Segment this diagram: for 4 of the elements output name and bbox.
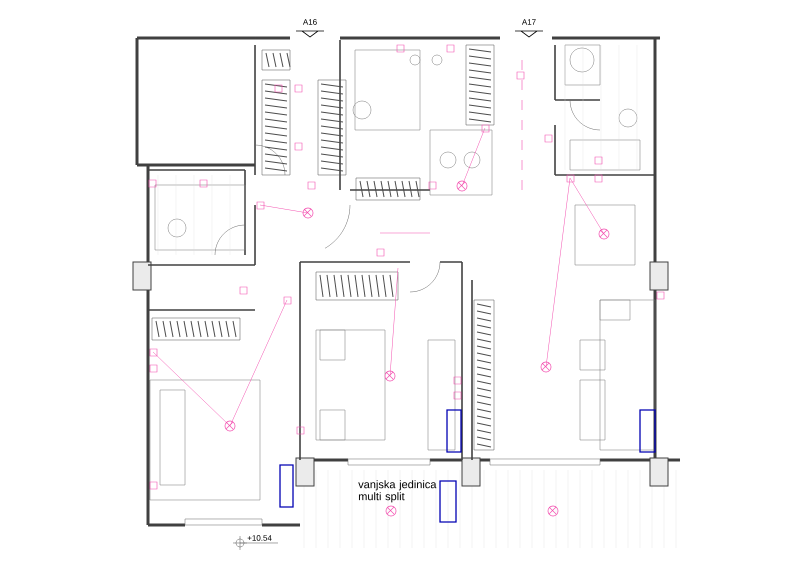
note-text: vanjska jedinica multi split bbox=[358, 480, 436, 502]
section-label: A17 bbox=[522, 19, 536, 25]
level-label: +10.54 bbox=[248, 535, 272, 541]
section-label: A16 bbox=[302, 19, 317, 25]
